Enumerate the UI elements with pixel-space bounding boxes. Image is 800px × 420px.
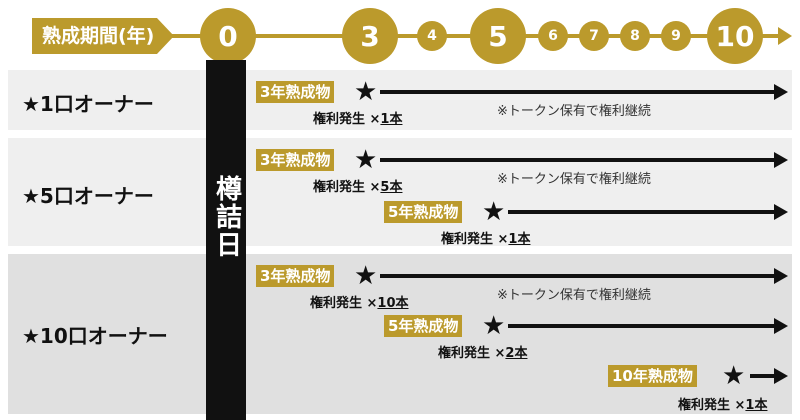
rights-arrow xyxy=(508,324,775,328)
year-6: 6 xyxy=(538,21,568,51)
rights-arrow xyxy=(380,158,775,162)
maturity-tag: 3年熟成物 xyxy=(256,149,335,171)
arrow-head-icon xyxy=(774,152,788,168)
rights-text: 権利発生 ×2本 xyxy=(438,346,528,361)
note-text: ※トークン保有で権利継続 xyxy=(497,288,651,303)
arrow-head-icon xyxy=(774,268,788,284)
maturity-tag: 3年熟成物 xyxy=(256,81,335,103)
arrow-head-icon xyxy=(774,318,788,334)
rights-text: 権利発生 ×1本 xyxy=(313,112,403,127)
arrow-head-icon xyxy=(774,368,788,384)
year-10: 10 xyxy=(707,8,763,64)
maturity-tag: 3年熟成物 xyxy=(256,265,335,287)
year-5: 5 xyxy=(470,8,526,64)
barrel-label: 樽詰日 xyxy=(206,175,246,259)
rights-arrow xyxy=(750,374,775,378)
year-3: 3 xyxy=(342,8,398,64)
owner-label-1: ★1口オーナー xyxy=(22,92,154,116)
maturity-tag: 5年熟成物 xyxy=(384,315,463,337)
year-0: 0 xyxy=(200,8,256,64)
year-4: 4 xyxy=(417,21,447,51)
barrel-column xyxy=(206,60,246,420)
star-icon: ★ xyxy=(354,77,378,107)
star-icon: ★ xyxy=(482,311,506,341)
note-text: ※トークン保有で権利継続 xyxy=(497,104,651,119)
barrel-label-text: 樽詰日 xyxy=(211,175,242,259)
note-text: ※トークン保有で権利継続 xyxy=(497,172,651,187)
rights-arrow xyxy=(508,210,775,214)
rights-text: 権利発生 ×1本 xyxy=(678,398,768,413)
star-icon: ★ xyxy=(482,197,506,227)
period-label: 熟成期間(年) xyxy=(32,18,174,54)
rights-arrow xyxy=(380,90,775,94)
row-band-1 xyxy=(8,70,792,130)
star-icon: ★ xyxy=(354,261,378,291)
maturity-tag: 5年熟成物 xyxy=(384,201,463,223)
timeline-line xyxy=(150,34,780,38)
rights-text: 権利発生 ×10本 xyxy=(310,296,409,311)
row-band-5 xyxy=(8,138,792,246)
year-8: 8 xyxy=(620,21,650,51)
rights-text: 権利発生 ×1本 xyxy=(441,232,531,247)
arrow-head-icon xyxy=(774,204,788,220)
year-9: 9 xyxy=(661,21,691,51)
arrow-head-icon xyxy=(774,84,788,100)
maturity-tag: 10年熟成物 xyxy=(608,365,697,387)
rights-text: 権利発生 ×5本 xyxy=(313,180,403,195)
year-7: 7 xyxy=(579,21,609,51)
star-icon: ★ xyxy=(722,361,746,391)
star-icon: ★ xyxy=(354,145,378,175)
owner-label-10: ★10口オーナー xyxy=(22,324,168,348)
timeline-arrow-icon xyxy=(778,27,792,45)
rights-arrow xyxy=(380,274,775,278)
owner-label-5: ★5口オーナー xyxy=(22,184,154,208)
